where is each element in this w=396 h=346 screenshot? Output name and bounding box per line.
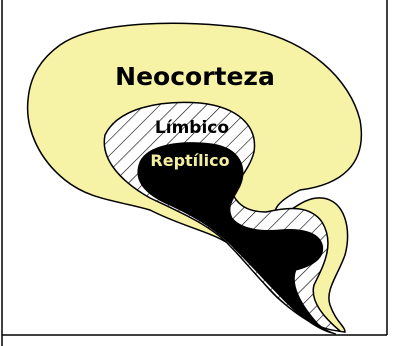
limbic-label: Límbico [155,118,229,138]
neocortex-label: Neocorteza [115,62,275,91]
reptilian-label: Reptílico [150,151,229,170]
